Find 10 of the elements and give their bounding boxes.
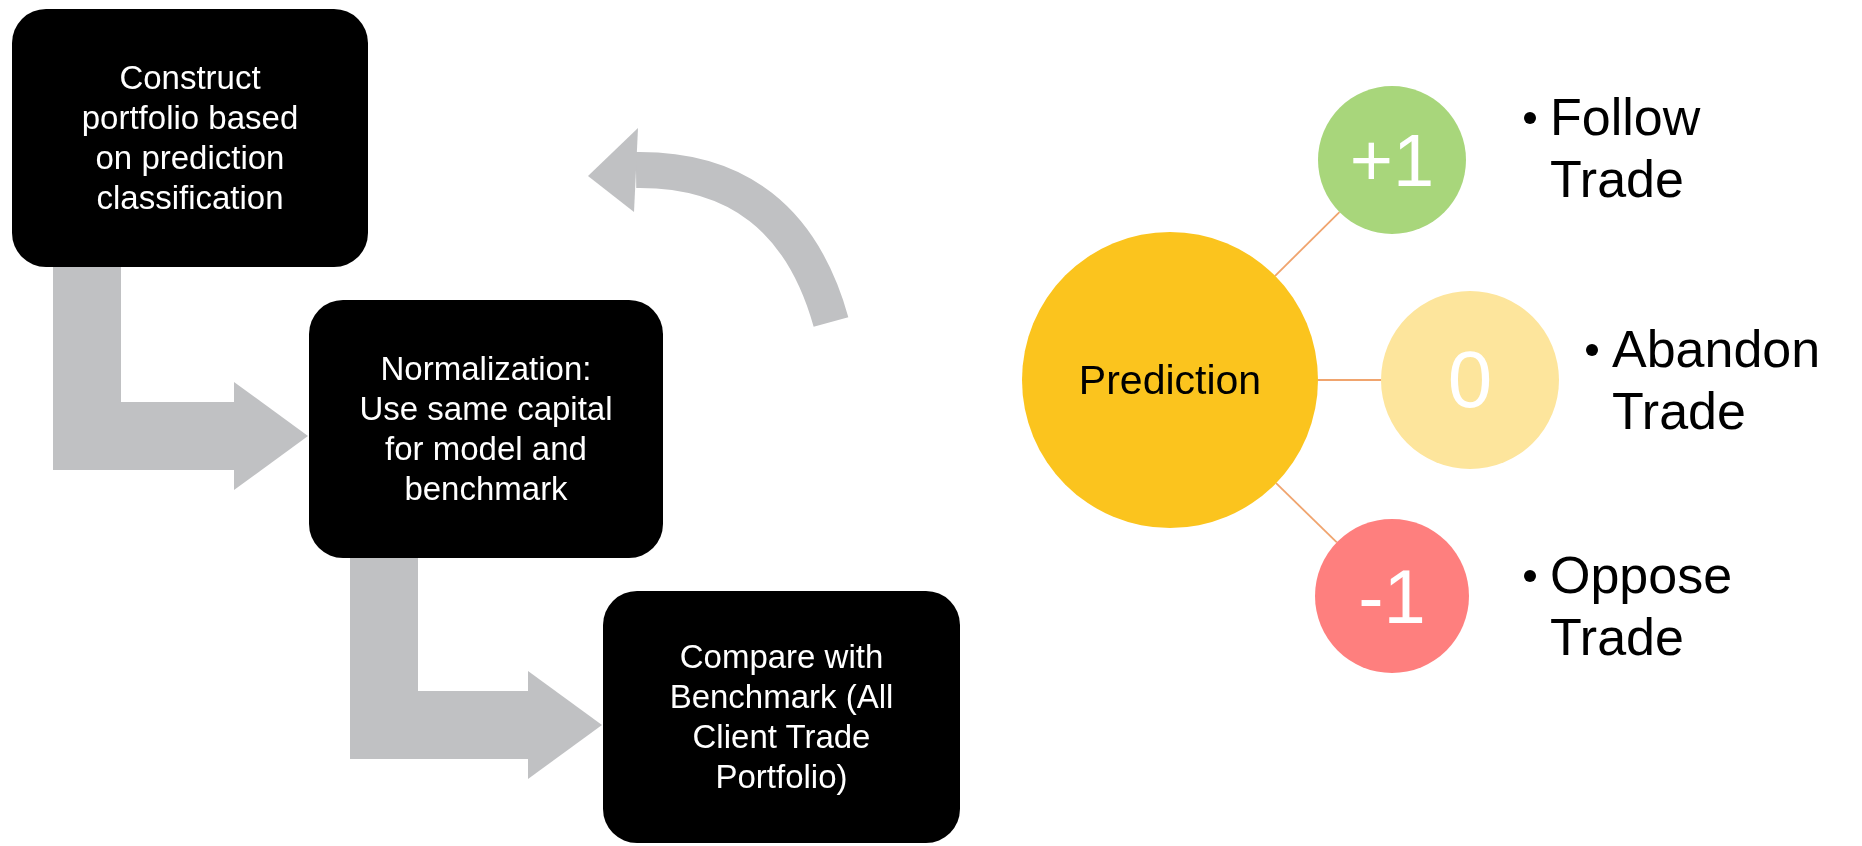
option-label: Oppose Trade (1550, 545, 1733, 669)
prediction-circle: Prediction (1022, 232, 1318, 528)
value-circle: -1 (1315, 519, 1469, 673)
value-circle: +1 (1318, 86, 1466, 234)
process-box: Compare with Benchmark (All Client Trade Portfolio) (603, 591, 960, 843)
process-box: Construct portfolio based on prediction classification (12, 9, 368, 267)
option-label: Abandon Trade (1612, 319, 1821, 443)
process-box: Normalization: Use same capital for model and benchmark (309, 300, 663, 558)
option-label: Follow Trade (1550, 87, 1701, 211)
value-circle: 0 (1381, 291, 1559, 469)
